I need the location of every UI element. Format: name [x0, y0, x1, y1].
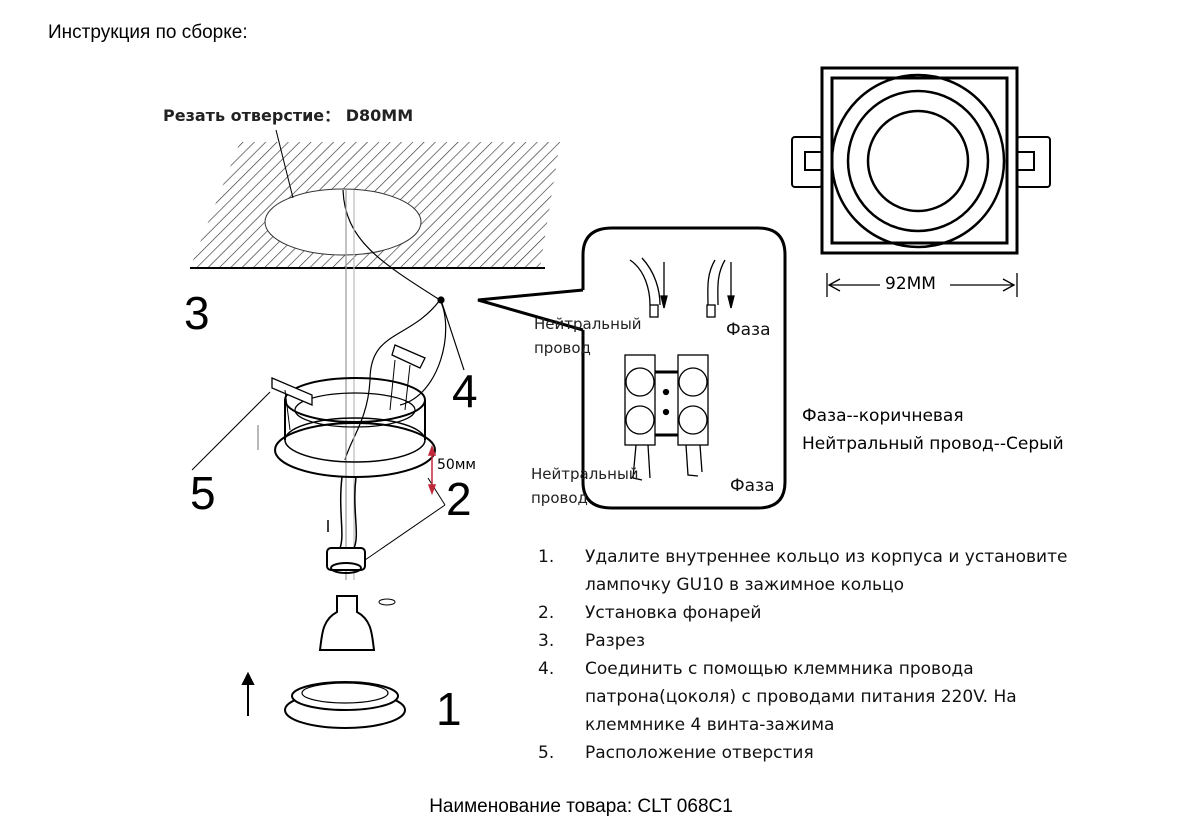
callout-number-3: 3: [184, 287, 210, 339]
callout-number-2: 2: [446, 473, 472, 525]
neutral-label-bottom-2: провод: [531, 489, 588, 507]
callout-number-5: 5: [190, 467, 216, 519]
page-title: Инструкция по сборке:: [48, 22, 248, 43]
step-item: 3.Разрез: [538, 631, 645, 651]
wire-color-legend: Фаза--коричневая Нейтральный провод--Сер…: [802, 402, 1064, 458]
width-dimension-label: 92MM: [885, 274, 936, 294]
product-name: Наименование товара: CLT 068C1: [429, 796, 733, 817]
callout-number-1: 1: [436, 683, 462, 735]
width-dimension-arrow: [826, 273, 1018, 297]
lamp-housing: [191, 344, 436, 478]
neutral-label-top: Нейтральный: [534, 315, 642, 333]
lamp-socket: [326, 476, 446, 574]
neutral-label-top-2: провод: [534, 339, 591, 357]
neutral-label-bottom: Нейтральный: [531, 465, 639, 483]
step-item: 1.Удалите внутреннее кольцо из корпуса и…: [538, 547, 1068, 567]
height-dimension-label: 50мм: [437, 457, 476, 473]
power-wire: [342, 189, 465, 580]
terminal-block-icon: [624, 257, 735, 481]
instruction-steps: 1.Удалите внутреннее кольцо из корпуса и…: [538, 543, 1067, 767]
callout-number-4: 4: [452, 365, 478, 417]
cut-hole-label: Резать отверстие： D80MM: [163, 106, 414, 125]
legend-neutral: Нейтральный провод--Серый: [802, 434, 1064, 454]
terminal-callout: [477, 226, 787, 510]
ceiling-hatch: [190, 129, 560, 269]
phase-label-bottom: Фаза: [730, 476, 775, 496]
height-dimension-arrow: [427, 444, 437, 496]
legend-phase: Фаза--коричневая: [802, 406, 964, 426]
step-item: 4.Соединить с помощью клеммника провода: [538, 659, 974, 679]
top-view-square-icon: [791, 66, 1051, 255]
inner-ring: [241, 671, 406, 729]
gu10-bulb-icon: [318, 595, 396, 651]
step-item: 2.Установка фонарей: [538, 603, 762, 623]
phase-label-top: Фаза: [726, 320, 771, 340]
step-item: 5.Расположение отверстия: [538, 743, 814, 763]
